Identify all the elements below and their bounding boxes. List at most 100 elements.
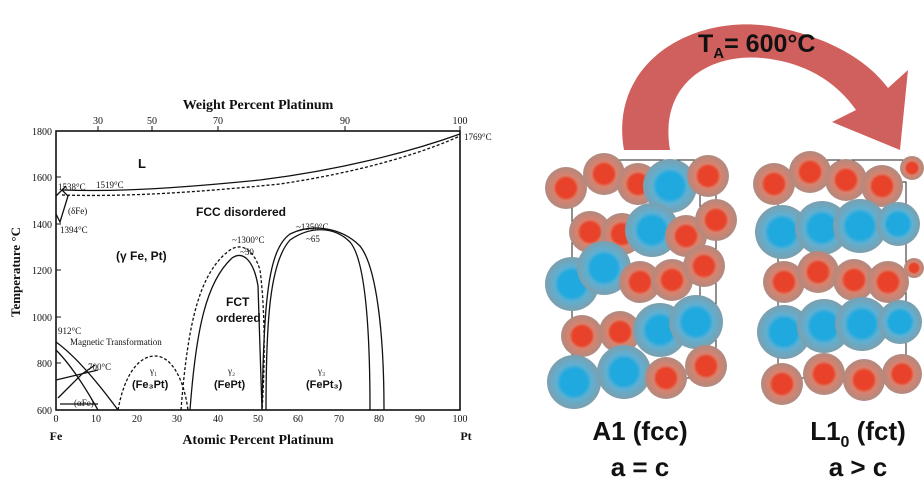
fe-atom [599,311,641,353]
fe-atom [645,357,687,399]
label-1350: ~1350°C [296,222,328,232]
label-1519: 1519°C [96,180,124,190]
label-fct: FCT [226,295,250,309]
top-tick-label: 50 [147,116,157,127]
fe-atom [683,245,725,287]
fe-atom [583,153,625,195]
pt-atom [625,203,679,257]
magnetic-line [55,369,99,381]
pt-atom [833,199,887,253]
bottom-tick-label: 100 [453,414,468,425]
l10-name-rest: (fct) [849,416,905,446]
bottom-tick-label: 30 [172,414,182,425]
label-magnetic: Magnetic Transformation [70,337,162,347]
label-fept3: (FePt₃) [306,379,343,391]
fe-atom [685,345,727,387]
fe3pt-dome [117,355,189,411]
label-fe3pt: (Fe₃Pt) [132,379,169,391]
label-liquid: L [138,156,146,171]
label-65: ~65 [306,234,320,244]
y-tick-label: 1200 [32,266,52,277]
pt-atom [669,295,723,349]
fe-atom [695,199,737,241]
l10-crystal [753,151,924,405]
pt-atom [755,205,809,259]
fe-atom [861,165,903,207]
label-gamma1: γ₁ [149,366,157,376]
l10-name-sub: 0 [841,434,850,451]
label-700: 700°C [88,362,111,372]
pt-atom [878,300,922,344]
delta-fe-boundary [55,185,67,197]
y-tick-label: 600 [37,406,52,417]
top-tick-label: 100 [453,116,468,127]
fe-atom [619,261,661,303]
label-fcc-disordered: FCC disordered [196,205,286,219]
y-tick-label: 1000 [32,313,52,324]
bottom-tick-label: 20 [132,414,142,425]
bottom-axis-title: Atomic Percent Platinum [182,433,334,448]
y-tick-label: 1400 [32,220,52,231]
end-label-pt: Pt [460,429,471,443]
fe-atom [833,259,875,301]
top-tick-label: 90 [340,116,350,127]
a1-crystal [545,153,737,409]
annealing-arrow [622,24,908,150]
pt-atom [757,305,811,359]
bottom-tick-label: 0 [54,414,59,425]
label-912: 912°C [58,326,81,336]
label-50: ~50 [240,247,254,257]
pt-atom [797,299,851,353]
label-alpha-fe: (αFe) [74,398,94,408]
top-axis-title: Weight Percent Platinum [183,98,334,113]
top-tick-label: 30 [93,116,103,127]
label-1394: 1394°C [60,225,88,235]
fe-atom [882,354,922,394]
annealing-value: = 600°C [724,30,815,58]
fe-pt-phase-diagram: Weight Percent Platinum 30 50 70 90 100 … [8,98,492,448]
bottom-tick-label: 10 [91,414,101,425]
plot-frame [55,130,461,411]
y-tick-label: 1600 [32,173,52,184]
fe-atom [904,258,924,278]
y-axis-title: Temperature °C [8,227,23,317]
liquidus-line [61,133,461,192]
label-1538: 1538°C [58,182,86,192]
fept3-dome-outer [261,227,385,411]
pt-atom [547,355,601,409]
crystal-structures-panel: TA= 600°C [545,24,924,482]
l10-name: L10 (fct) [810,416,906,451]
fe-atom [687,155,729,197]
label-gamma2: γ₂ [227,366,235,376]
fe-atom [843,359,885,401]
bottom-tick-label: 40 [213,414,223,425]
fe-atom [753,163,795,205]
fe-atom [561,315,603,357]
label-fept: (FePt) [214,379,246,391]
pt-atom [577,241,631,295]
fe-atom [761,363,803,405]
y-tick-label: 800 [37,359,52,370]
pt-atom [876,202,920,246]
fept-dome [189,254,263,411]
bottom-tick-label: 50 [253,414,263,425]
fe-atom [789,151,831,193]
bottom-tick-label: 60 [293,414,303,425]
delta-fe-boundary [55,189,69,224]
label-1300: ~1300°C [232,235,264,245]
fe-atom [900,156,924,180]
label-gamma3: γ₃ [317,366,325,376]
label-ordered: ordered [216,311,261,325]
fe-atom [825,159,867,201]
pt-atom [597,345,651,399]
fe-atom [797,251,839,293]
a1-name: A1 (fcc) [592,416,687,446]
annealing-prefix: T [698,30,713,58]
label-gamma-fe-pt: (γ Fe, Pt) [116,249,167,263]
bottom-tick-label: 90 [415,414,425,425]
label-1769: 1769°C [464,132,492,142]
pt-atom [835,297,889,351]
fe-atom [545,167,587,209]
top-tick-label: 70 [213,116,223,127]
bottom-tick-label: 70 [334,414,344,425]
